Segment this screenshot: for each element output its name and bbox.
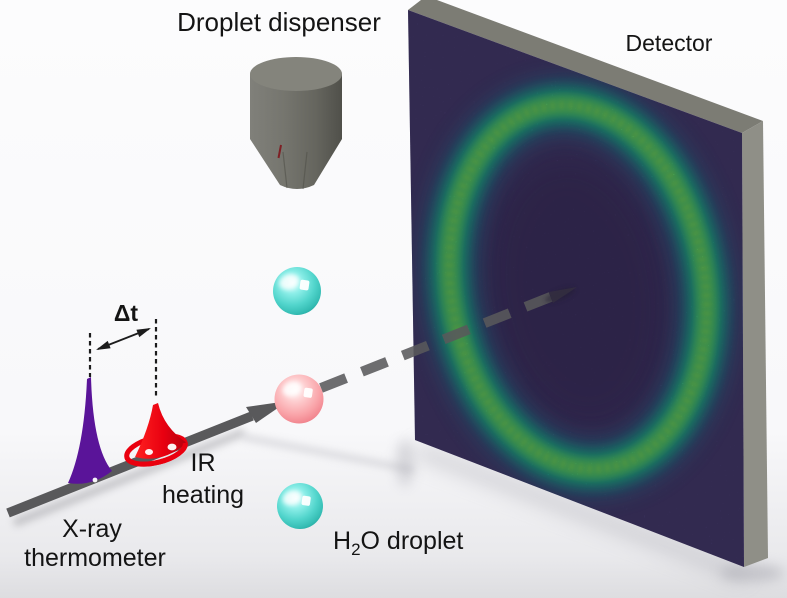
label-xray-line2: thermometer [24,544,166,572]
h2o-sub: 2 [351,540,360,559]
droplet-gloss [279,274,299,290]
detector-top-edge [408,0,763,133]
droplet-dispenser [250,57,342,190]
dispenser-body [250,74,342,189]
delta-t-annotation [88,319,158,399]
droplet-body [274,374,324,424]
dispenser-top [250,57,342,91]
dispenser-seam-right [302,151,308,190]
xray-pulse-highlight [92,477,98,483]
detector-shadow-corner [720,564,784,582]
label-ir-heating: IR heating [162,449,244,509]
droplet-body [277,483,323,529]
label-xray-thermometer: X-ray thermometer [24,515,166,572]
xray-pulse-peak [68,377,112,484]
ir-pulse-ring-front [124,442,188,467]
floor-shadows [12,428,784,582]
label-ir-line1: IR [191,449,216,477]
detector-side-edge [742,121,768,567]
detector [408,0,768,567]
droplet-spec [299,279,310,291]
ir-pulse-peak [124,403,188,467]
label-delta-t: Δt [114,300,139,326]
xray-beam-line [6,411,254,518]
droplet-gloss [282,490,302,506]
delta-t-arrowhead-right [136,328,151,338]
dispenser-red-mark [277,144,282,159]
h2o-post: O droplet [361,527,464,555]
label-xray-line1: X-ray [62,515,122,543]
heated-droplet [274,374,324,424]
droplet-spec [301,495,311,506]
delta-t-arrowhead-left [96,340,111,350]
xray-pulse-shape [68,377,112,484]
h2o-pre: H [333,527,351,555]
droplet-body [273,267,321,315]
ir-cone-highlight-right [167,443,177,451]
label-droplet-dispenser: Droplet dispenser [177,7,381,37]
beam-center-arrowhead [549,287,577,303]
labels: Droplet dispenser Detector Δt IR heating… [24,7,713,572]
beam-shadow [12,428,246,527]
detector-shadow [414,443,747,581]
dashed-beam-shadow [242,434,414,473]
label-detector: Detector [626,30,713,56]
water-droplet-top [273,267,321,315]
diffraction-pattern [408,10,744,567]
droplet-spec [303,387,313,398]
detector-shadow-left [396,439,414,487]
water-droplet-bottom [277,483,323,529]
droplet-gloss [282,381,302,397]
ir-cone-highlight-left [145,449,153,455]
label-h2o-droplet: H2O droplet [333,527,463,559]
dispenser-seam-left [282,151,288,189]
label-ir-line2: heating [162,481,244,509]
